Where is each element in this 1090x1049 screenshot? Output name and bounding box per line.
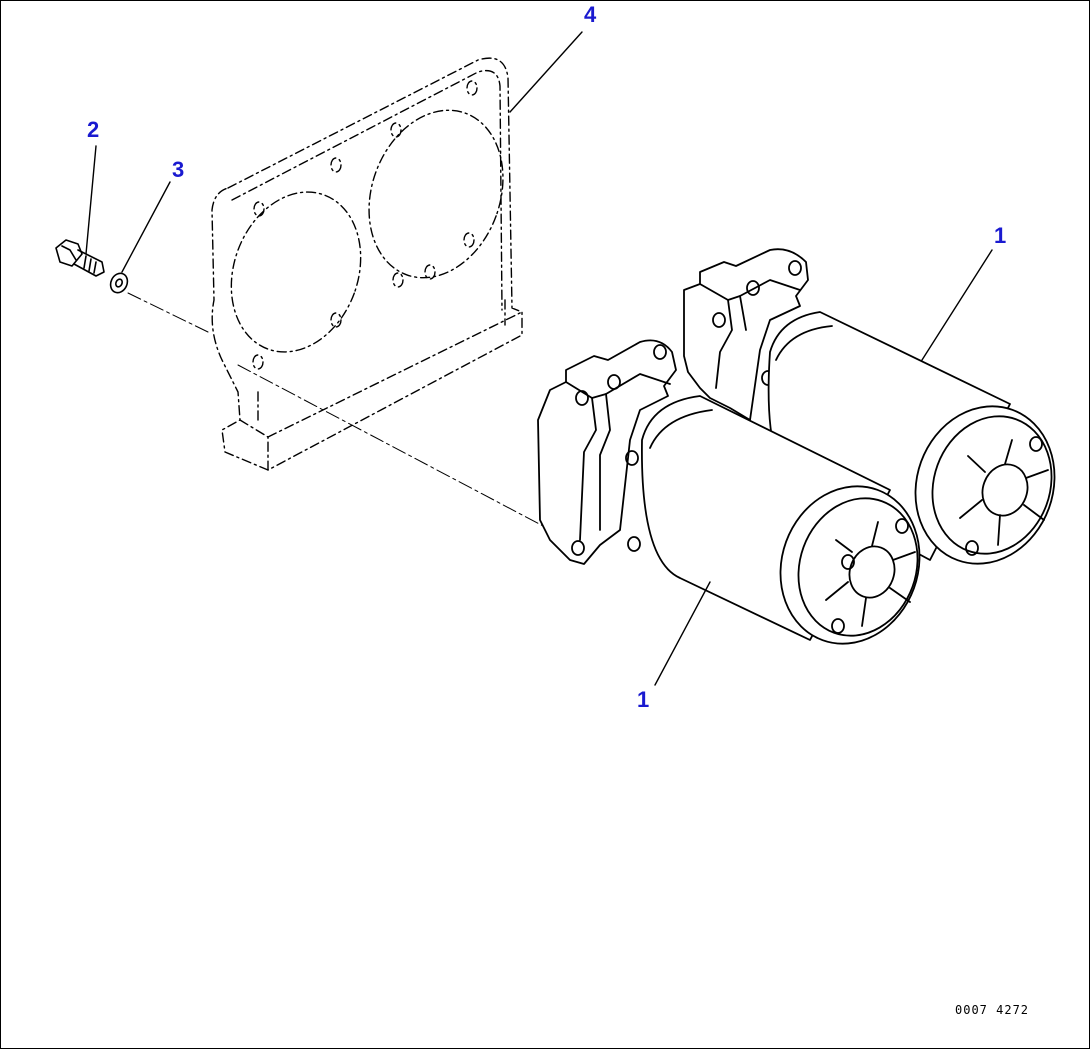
bracket-part-4 [211,57,523,471]
leader-3 [121,181,171,273]
leader-lines [85,31,993,686]
bolt-part-2 [55,239,105,277]
filter-front-part-1 [537,339,921,645]
center-lines [127,292,546,528]
filter-rear-part-1 [683,248,1056,565]
drawing-code: 0007 4272 [955,1003,1030,1017]
leader-2 [85,145,97,255]
washer-part-3 [109,272,129,294]
leader-1-rear [921,249,993,361]
callout-1-rear: 1 [994,223,1007,248]
leader-1-front [654,581,711,686]
callout-3: 3 [172,157,185,182]
callout-4: 4 [584,2,597,27]
callout-1-front: 1 [637,687,650,712]
leader-4 [509,31,583,113]
callout-2: 2 [87,117,100,142]
